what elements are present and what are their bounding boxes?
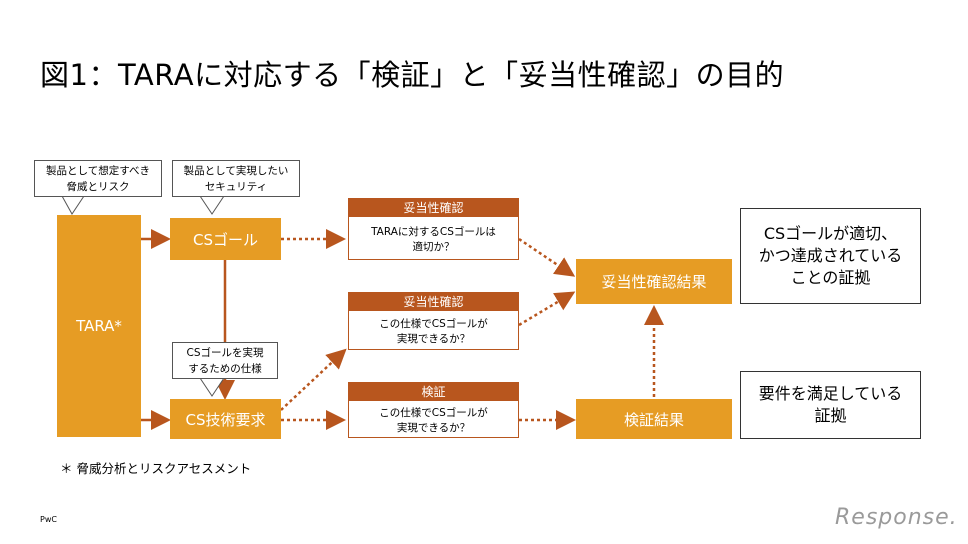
footnote: ＊ 脅威分析とリスクアセスメント (60, 461, 252, 476)
callout-threats-line1: 製品として想定すべき (46, 164, 150, 177)
verification-evidence-line2: 証拠 (814, 406, 847, 425)
validation-result-box: 妥当性確認結果 (576, 259, 732, 304)
page-title: 図1：TARAに対応する「検証」と「妥当性確認」の目的 (40, 58, 785, 92)
verification-evidence-box: 要件を満足している証拠 (740, 371, 921, 439)
card-3-line2: 実現できるか？ (396, 422, 471, 434)
callout-spec-line1: CSゴールを実現 (186, 346, 264, 359)
arrow-cstech-to-card2 (280, 348, 347, 411)
cs-goal-box: CSゴール (170, 218, 281, 260)
card-2-header: 妥当性確認 (349, 293, 518, 311)
callout-threats: 製品として想定すべき脅威とリスク (34, 160, 162, 197)
callout-spec: CSゴールを実現するための仕様 (172, 342, 278, 379)
validation-card-2: 妥当性確認 この仕様でCSゴールが実現できるか？ (348, 292, 519, 350)
callout-pointer-security (199, 195, 225, 215)
validation-evidence-box: CSゴールが適切、かつ達成されていることの証拠 (740, 208, 921, 304)
verification-result-box: 検証結果 (576, 399, 732, 439)
tara-label: TARA* (76, 317, 122, 335)
cs-tech-req-box: CS技術要求 (170, 399, 281, 439)
validation-evidence-line2: かつ達成されている (758, 246, 903, 265)
cs-goal-label: CSゴール (193, 230, 258, 249)
watermark-logo: Response. (835, 505, 958, 530)
verification-result-label: 検証結果 (623, 410, 684, 429)
card-1-line1: TARAに対するCSゴールは (371, 226, 496, 238)
card-1-line2: 適切か？ (412, 241, 455, 253)
callout-security-line1: 製品として実現したい (183, 164, 289, 177)
card-3-header: 検証 (349, 383, 518, 401)
callout-pointer-spec (199, 377, 225, 397)
verification-card: 検証 この仕様でCSゴールが実現できるか？ (348, 382, 519, 438)
card-3-line1: この仕様でCSゴールが (379, 407, 488, 419)
verification-evidence-line1: 要件を満足している (758, 384, 903, 403)
validation-card-1: 妥当性確認 TARAに対するCSゴールは適切か？ (348, 198, 519, 260)
callout-security-line2: セキュリティ (204, 180, 268, 193)
arrow-card2-to-validation (518, 291, 576, 327)
tara-box: TARA* (57, 215, 141, 437)
callout-spec-line2: するための仕様 (188, 362, 262, 375)
validation-evidence-line3: ことの証拠 (790, 268, 871, 287)
callout-pointer-threats (61, 195, 85, 215)
card-2-line1: この仕様でCSゴールが (379, 318, 488, 330)
callout-security: 製品として実現したいセキュリティ (172, 160, 300, 197)
arrow-card1-to-validation (518, 237, 576, 277)
company-label: PwC (40, 515, 57, 524)
cs-tech-req-label: CS技術要求 (185, 410, 266, 429)
validation-evidence-line1: CSゴールが適切、 (763, 224, 898, 243)
card-2-line2: 実現できるか？ (396, 333, 471, 345)
card-1-header: 妥当性確認 (349, 199, 518, 217)
validation-result-label: 妥当性確認結果 (601, 273, 707, 291)
callout-threats-line2: 脅威とリスク (66, 180, 130, 193)
